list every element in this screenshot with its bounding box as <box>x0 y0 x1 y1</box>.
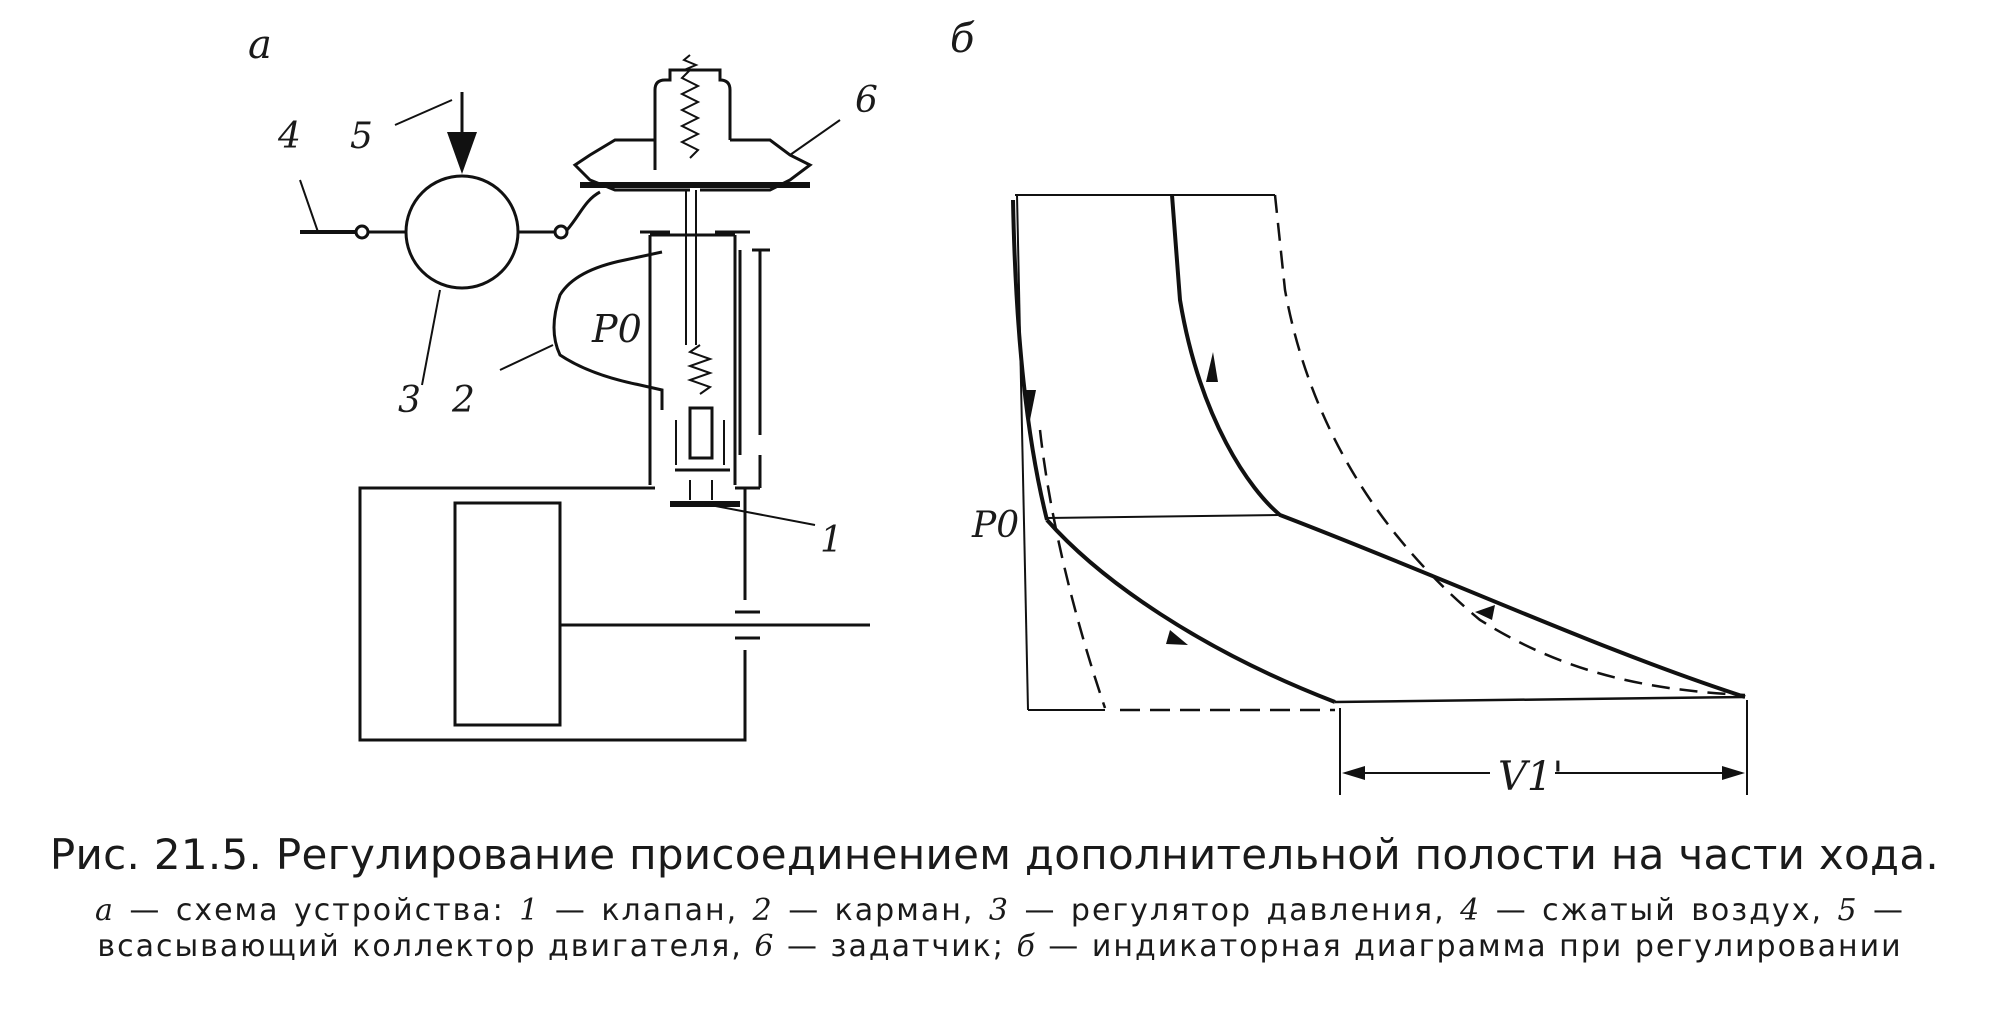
legend-text-1: — клапан, <box>540 893 753 928</box>
legend-text-a: — схема устройства: <box>114 893 520 928</box>
callout-5: 5 <box>350 116 373 157</box>
legend-key-a: а <box>95 893 115 928</box>
label-p0-a: P0 <box>591 307 642 351</box>
callout-6: 6 <box>855 80 878 121</box>
legend-key-6: 6 <box>754 929 776 964</box>
legend-key-b: б <box>1016 929 1037 964</box>
panel-a-schematic: a 4 5 3 6 <box>248 22 878 742</box>
panel-b-indicator-diagram: б P0 V1' <box>950 16 1748 800</box>
legend-key-4: 4 <box>1460 893 1482 928</box>
label-volume-v1: V1' <box>1498 754 1563 800</box>
panel-b-label: б <box>950 16 975 62</box>
dashed-outer-curve <box>1273 194 1746 697</box>
label-p0-b: P0 <box>971 505 1019 546</box>
legend-text-6: — задатчик; <box>775 929 1017 964</box>
panel-a-label: a <box>248 22 272 68</box>
callout-2: 2 <box>451 380 475 421</box>
callout-3: 3 <box>398 380 421 421</box>
callout-4: 4 <box>277 116 301 157</box>
pressure-regulator-circle <box>404 174 520 290</box>
legend-key-5: 5 <box>1837 893 1859 928</box>
legend-key-3: 3 <box>988 893 1010 928</box>
figure-caption-legend: а — схема устройства: 1 — клапан, 2 — ка… <box>95 893 1905 965</box>
legend-text-3: — регулятор давления, <box>1009 893 1461 928</box>
legend-key-2: 2 <box>752 893 774 928</box>
legend-text-4: — сжатый воздух, <box>1481 893 1838 928</box>
callout-1: 1 <box>820 520 843 561</box>
figure-drawing: a 4 5 3 6 <box>248 16 1748 800</box>
legend-key-1: 1 <box>519 893 541 928</box>
legend-text-5: — всасывающий коллектор двигателя, <box>97 893 1906 964</box>
legend-text-2: — карман, <box>773 893 989 928</box>
figure-caption-title: Рис. 21.5. Регулирование присоединением … <box>49 830 1940 879</box>
legend-text-b: — индикаторная диаграмма при регулирован… <box>1036 929 1903 964</box>
